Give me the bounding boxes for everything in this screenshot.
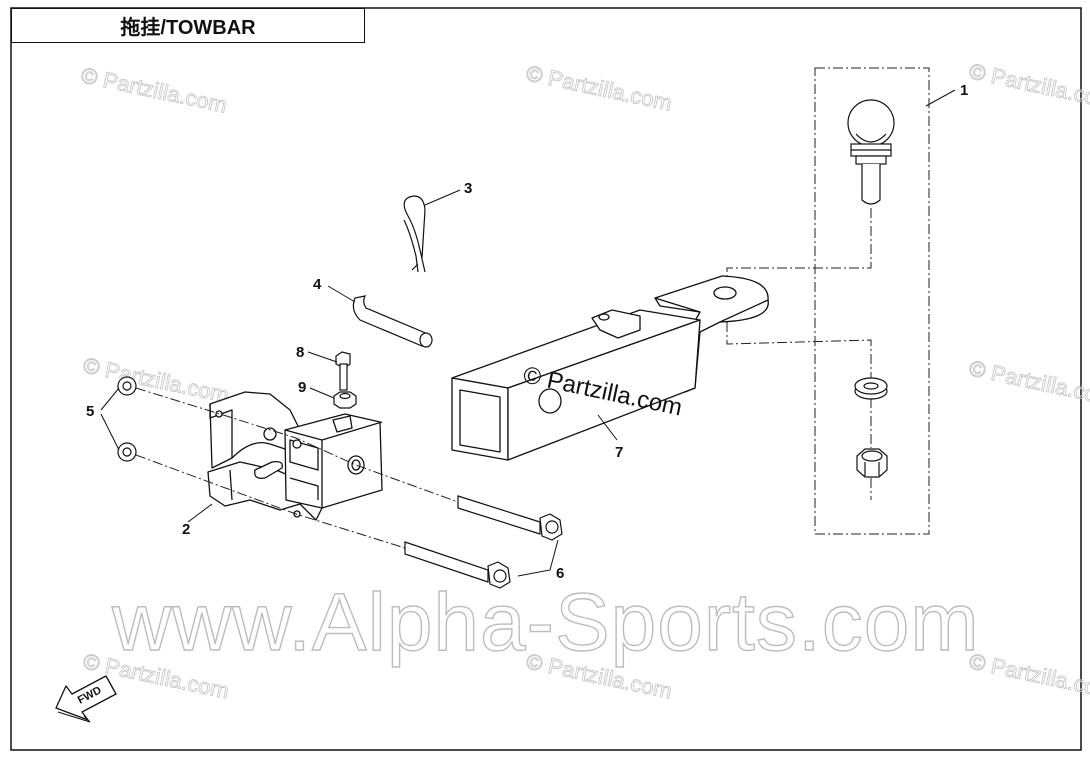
callout-7: 7 <box>615 444 623 461</box>
washers <box>117 376 137 462</box>
callout-5: 5 <box>86 403 94 420</box>
hitch-ball <box>847 99 895 205</box>
leader-ball-axis-lower <box>726 322 872 378</box>
callout-6: 6 <box>556 565 564 582</box>
callout-1: 1 <box>960 82 968 99</box>
fwd-arrow: FWD <box>55 675 117 723</box>
mounting-bracket <box>207 391 383 521</box>
part-1-group-box <box>814 67 930 535</box>
watermark-partzilla: © Partzilla.com <box>967 648 1090 703</box>
callout-4: 4 <box>313 276 322 293</box>
watermark-partzilla: © Partzilla.com <box>967 58 1090 113</box>
small-bolt <box>335 351 351 391</box>
callout-3: 3 <box>464 180 472 197</box>
watermark-partzilla: © Partzilla.com <box>967 355 1090 410</box>
page-title: 拖挂/TOWBAR <box>11 8 365 43</box>
watermark-alpha-sports: www.Alpha-Sports.com <box>111 577 980 668</box>
small-nut <box>333 391 357 409</box>
watermark-partzilla: © Partzilla.com <box>524 60 674 115</box>
callout-2: 2 <box>182 521 190 538</box>
hitch-pin <box>352 295 433 348</box>
bolts <box>404 495 563 589</box>
hex-nut <box>856 448 888 478</box>
watermark-partzilla: © Partzilla.com <box>81 352 231 407</box>
callout-8: 8 <box>296 344 304 361</box>
outer-border <box>10 7 1082 751</box>
callout-9: 9 <box>298 379 306 396</box>
watermark-partzilla: © Partzilla.com <box>79 62 229 117</box>
receiver-tube <box>451 275 769 461</box>
hitch-pin-clip <box>403 195 426 273</box>
lock-washer <box>854 377 888 400</box>
